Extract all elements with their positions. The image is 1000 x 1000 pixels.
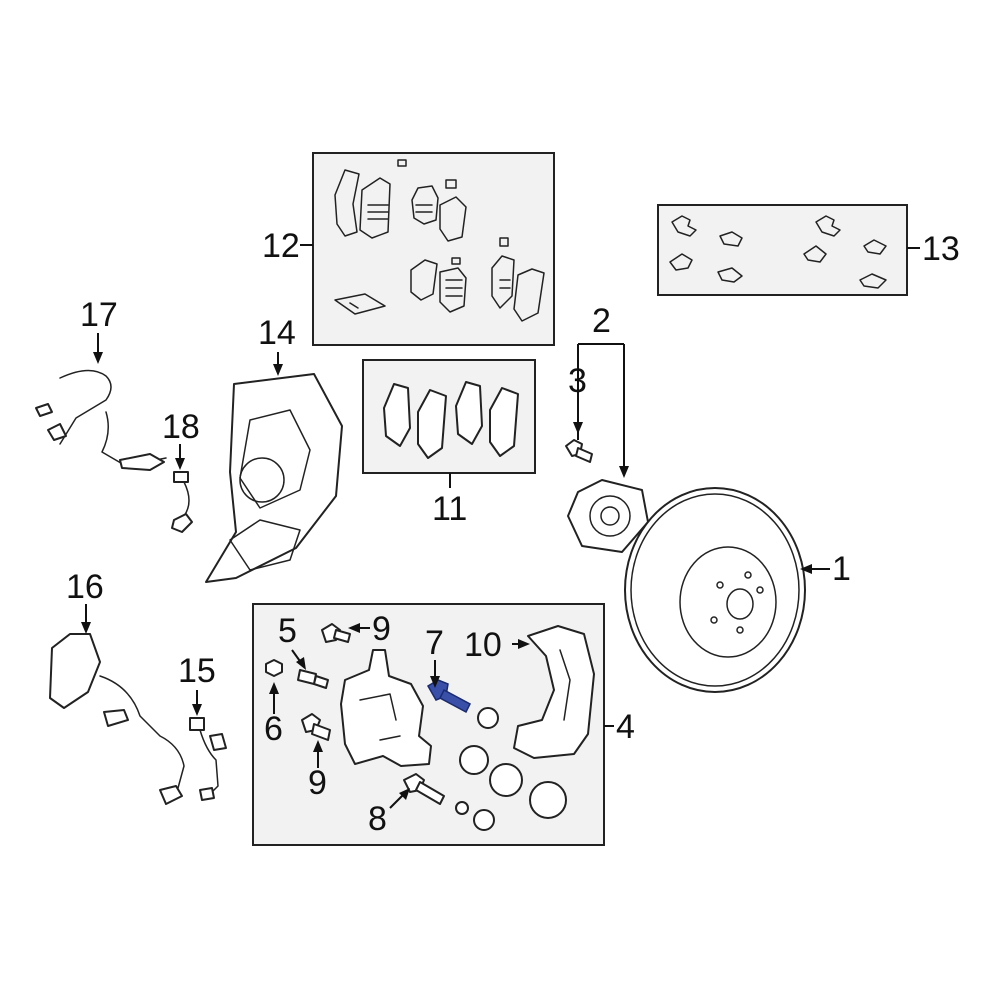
- pin-5: [297, 669, 329, 689]
- guide-pin-8: [403, 773, 445, 805]
- callout-3: 3: [568, 362, 587, 400]
- callout-14: 14: [258, 314, 296, 352]
- caliper-housing: [340, 649, 432, 767]
- callout-12: 12: [262, 227, 300, 265]
- boot-upper: [477, 707, 499, 729]
- sensor-18: [171, 471, 193, 533]
- kit-box-12: [312, 152, 555, 346]
- hub-bearing-2: [567, 479, 649, 553]
- caliper-assembly-group: [265, 623, 595, 831]
- callout-7: 7: [425, 624, 444, 662]
- callout-1: 1: [832, 550, 851, 588]
- piston-seal-left: [459, 745, 489, 775]
- caliper-bracket-10: [513, 625, 595, 759]
- callout-9-upper: 9: [372, 610, 391, 648]
- hub-bolt-3: [565, 439, 593, 463]
- callout-15: 15: [178, 652, 216, 690]
- sensor-15: [189, 717, 227, 801]
- callout-18: 18: [162, 408, 200, 446]
- piston-left: [489, 763, 523, 797]
- bolt-9-upper: [321, 623, 351, 643]
- callout-11: 11: [432, 490, 467, 528]
- callout-6: 6: [264, 710, 283, 748]
- callout-5: 5: [278, 612, 297, 650]
- harness-17: [35, 369, 167, 471]
- bushing-small: [455, 801, 469, 815]
- callout-9-lower: 9: [308, 764, 327, 802]
- kit-box-13: [657, 204, 908, 296]
- piston-right: [529, 781, 567, 819]
- clips-group: [669, 215, 887, 289]
- callout-13: 13: [922, 230, 960, 268]
- guide-pin-7-highlighted: [426, 679, 471, 714]
- bolt-9-lower: [301, 713, 331, 741]
- callout-labels: 1 2 3 4 5 6 7 8 9 9 10 11 12 13 14 15 16…: [66, 227, 960, 838]
- callout-16: 16: [66, 568, 104, 606]
- leader-lines: [81, 244, 920, 809]
- dust-shield-14: [205, 373, 343, 583]
- pad-shims-group: [334, 159, 545, 322]
- kit-box-4: [252, 603, 605, 846]
- brake-pads-group: [383, 381, 519, 459]
- kit-box-11: [362, 359, 536, 474]
- callout-8: 8: [368, 800, 387, 838]
- nut-6: [265, 659, 283, 677]
- callout-2: 2: [592, 302, 611, 340]
- callout-17: 17: [80, 296, 118, 334]
- boot-lower: [473, 809, 495, 831]
- brake-rotor-1: [624, 487, 806, 693]
- callout-4: 4: [616, 708, 635, 746]
- harness-16: [49, 633, 185, 805]
- callout-10: 10: [464, 626, 502, 664]
